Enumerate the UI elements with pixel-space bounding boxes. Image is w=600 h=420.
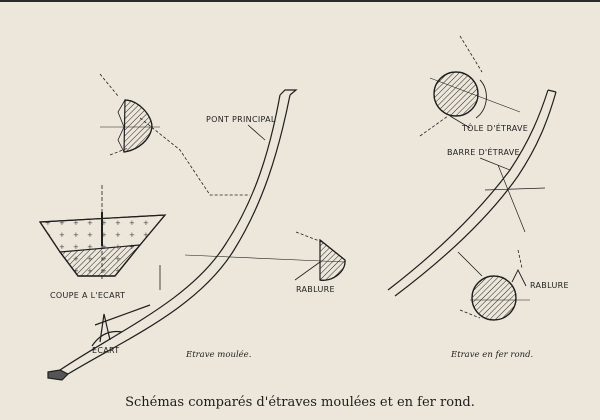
label-ecart: ECART bbox=[92, 346, 119, 355]
label-pont-principal: PONT PRINCIPAL bbox=[206, 115, 276, 124]
label-tole: TÔLE D'ÉTRAVE bbox=[461, 122, 528, 133]
right-stem-drawing bbox=[387, 35, 557, 321]
left-figure-title: Etrave moulée. bbox=[185, 349, 251, 360]
label-rablure-right: RABLURE bbox=[530, 281, 569, 290]
left-stem-drawing bbox=[38, 73, 346, 381]
top-rule bbox=[0, 0, 600, 2]
technical-drawing: + bbox=[38, 35, 569, 381]
figure-caption: Schémas comparés d'étraves moulées et en… bbox=[125, 395, 475, 410]
label-rablure-left: RABLURE bbox=[296, 285, 335, 294]
label-barre: BARRE D'ÉTRAVE bbox=[447, 146, 520, 157]
label-coupe: COUPE A L'ECART bbox=[50, 291, 125, 300]
right-figure-title: Etrave en fer rond. bbox=[450, 350, 533, 360]
